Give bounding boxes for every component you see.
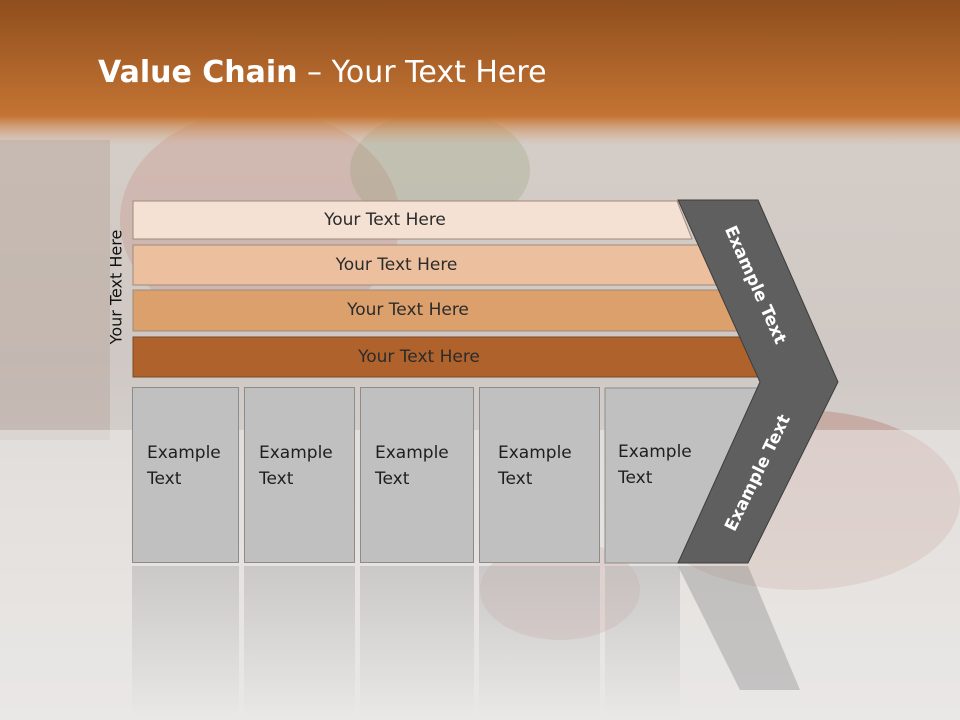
box-5-line2: Text [618,468,653,488]
box-4-line2: Text [498,469,533,489]
bar-4: Your Text Here [133,338,745,376]
bar-shape-1 [132,200,693,240]
box-4-reflection [479,566,600,716]
bar-4-label: Your Text Here [358,347,480,367]
box-3-line1: Example [375,443,449,463]
slide-title: Value Chain – Your Text Here [98,55,547,90]
box-2-line1: Example [259,443,333,463]
box-3-line2: Text [375,469,410,489]
box-1-line2: Text [147,469,182,489]
bar-3-label: Your Text Here [347,300,469,320]
box-3-reflection [360,566,474,716]
bar-1-label: Your Text Here [324,210,446,230]
chevron-shape [677,199,839,564]
bar-3: Your Text Here [133,291,723,329]
box-4-line1: Example [498,443,572,463]
chevron-reflection [678,566,800,690]
box-5-line1: Example [618,442,692,462]
bar-2-label: Your Text Here [335,255,458,275]
box-1-line1: Example [147,443,221,463]
box-5-reflection [605,566,680,716]
bar-2: Your Text Here [133,246,700,284]
bar-1: Your Text Here [133,201,677,239]
box-1-reflection [132,566,239,716]
box-2-line2: Text [259,469,294,489]
title-rest: – Your Text Here [297,55,547,90]
box-2-reflection [244,566,355,716]
title-bold: Value Chain [98,55,298,90]
